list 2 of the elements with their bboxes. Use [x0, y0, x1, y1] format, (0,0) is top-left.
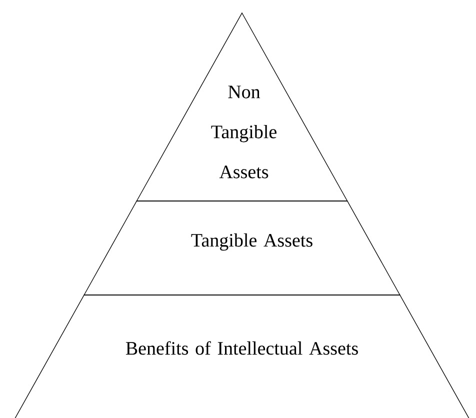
pyramid-level: Tangible Assets	[84, 200, 400, 296]
pyramid-level: Benefits of Intellectual Assets	[8, 294, 476, 418]
